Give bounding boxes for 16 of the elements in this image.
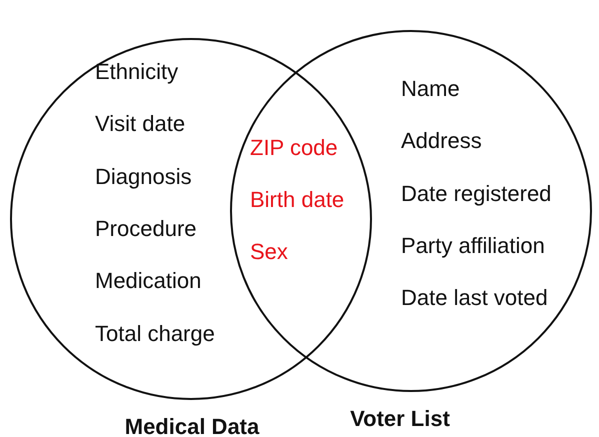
shared-item: Birth date: [250, 187, 344, 213]
set-title: Medical Data: [124, 414, 260, 437]
shared-item: ZIP code: [250, 135, 338, 161]
set-item: Total charge: [95, 320, 215, 346]
set-item: Date registered: [401, 180, 552, 207]
set-item: Visit date: [95, 111, 186, 138]
set-item: Diagnosis: [95, 164, 192, 190]
set-item: Date last voted: [401, 285, 548, 312]
set-item: Medication: [95, 268, 202, 294]
set-item: Address: [401, 128, 482, 154]
set-title: Voter List: [350, 406, 450, 432]
set-item: Procedure: [95, 216, 197, 242]
shared-item: Sex: [250, 239, 288, 265]
set-item: Party affiliation: [401, 232, 545, 259]
set-item: Name: [401, 76, 460, 102]
set-item: Ethnicity: [95, 59, 178, 85]
